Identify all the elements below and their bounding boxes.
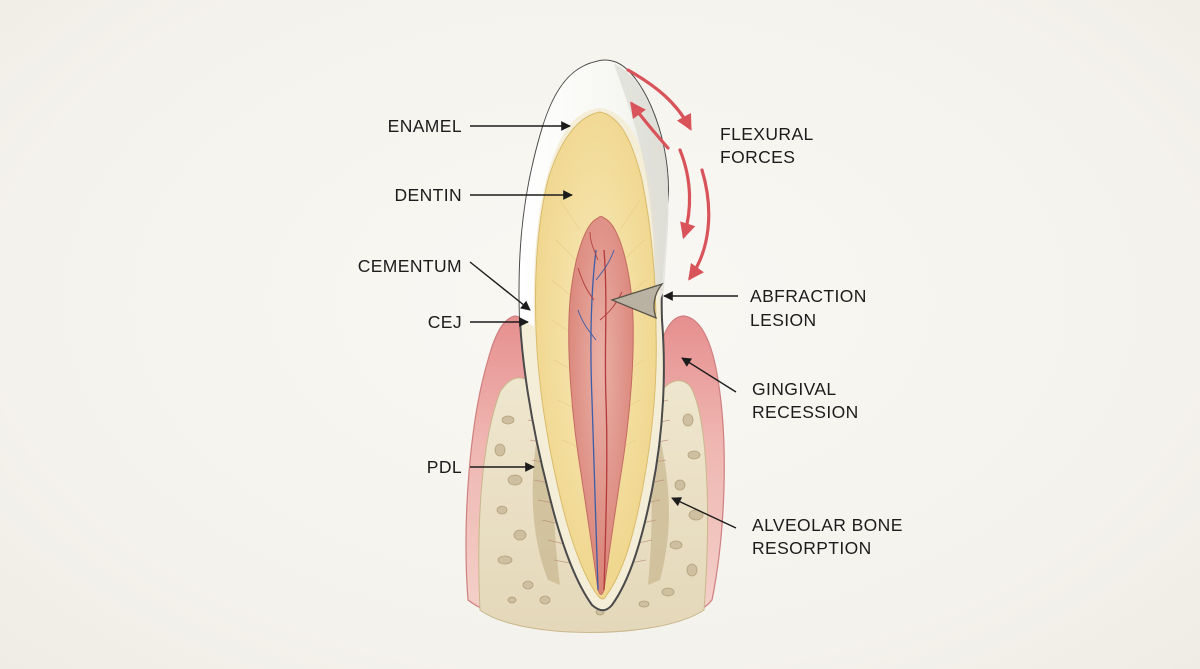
label-gingival-line1: GINGIVAL: [752, 379, 837, 399]
flexural-force-arrows: [626, 68, 711, 281]
label-flexural-forces-line2: FORCES: [720, 147, 795, 167]
label-cej: CEJ: [428, 312, 462, 332]
label-pdl: PDL: [427, 457, 462, 477]
cementum-leader: [469, 261, 531, 311]
gingival-leader: [681, 357, 737, 393]
abfraction-lesion-shape: [610, 282, 664, 320]
enamel: [519, 60, 669, 326]
pulp-vessels: [577, 231, 623, 591]
label-alveolar-line1: ALVEOLAR BONE: [752, 515, 903, 535]
bone-pores: [494, 413, 704, 616]
label-gingival-line2: RECESSION: [752, 402, 859, 422]
label-enamel: ENAMEL: [388, 116, 462, 136]
label-abfraction-line2: LESION: [750, 310, 817, 330]
label-dentin: DENTIN: [394, 185, 462, 205]
alveolar-leader: [671, 497, 737, 529]
label-flexural-forces-line1: FLEXURAL: [720, 124, 814, 144]
enamel-shadow: [614, 64, 668, 290]
label-cementum: CEMENTUM: [358, 256, 462, 276]
label-abfraction-line1: ABFRACTION: [750, 286, 867, 306]
label-alveolar-line2: RESORPTION: [752, 538, 872, 558]
